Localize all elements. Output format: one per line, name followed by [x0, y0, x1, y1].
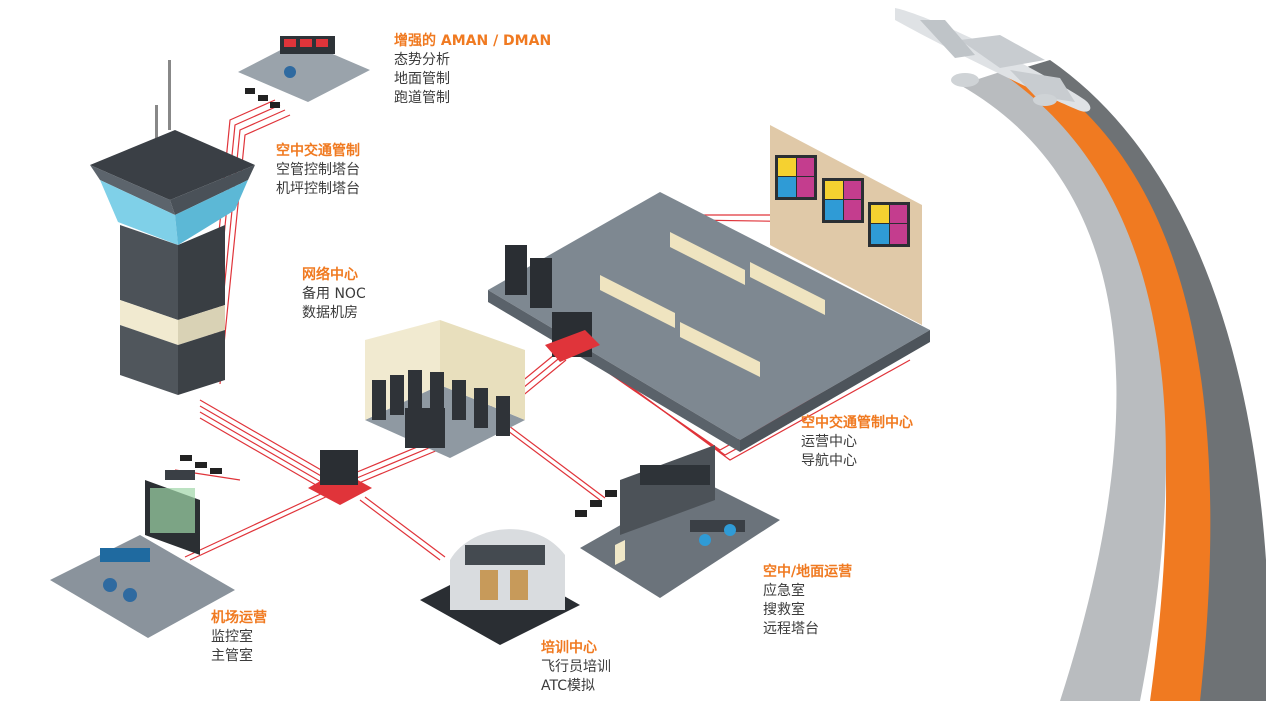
label-noc-title: 网络中心	[302, 267, 358, 283]
label-atc-line: 机坪控制塔台	[276, 181, 360, 197]
label-airport-title: 机场运营	[211, 610, 267, 626]
label-airport-line: 主管室	[211, 648, 253, 664]
label-atcc-line: 运营中心	[801, 434, 857, 450]
label-training-line: ATC模拟	[541, 678, 595, 694]
label-airport-line: 监控室	[211, 629, 253, 645]
label-noc-line: 数据机房	[302, 305, 358, 321]
flight-arc	[960, 60, 1266, 701]
air-ground-ops-room	[575, 445, 780, 598]
label-airground-title: 空中/地面运营	[763, 564, 853, 580]
airport-ops-room	[50, 455, 235, 638]
label-airground-line: 远程塔台	[763, 621, 819, 637]
video-wall-icon	[775, 155, 910, 247]
label-aman-line: 地面管制	[394, 71, 450, 87]
label-atcc-title: 空中交通管制中心	[801, 415, 913, 431]
control-tower-icon	[90, 60, 255, 395]
label-atcc-line: 导航中心	[801, 453, 857, 469]
label-aman-line: 跑道管制	[394, 90, 450, 106]
label-atcc: 空中交通管制中心 运营中心 导航中心	[801, 414, 913, 471]
airplane-icon	[895, 8, 1091, 112]
label-atc-line: 空管控制塔台	[276, 162, 360, 178]
label-airport: 机场运营 监控室 主管室	[211, 609, 267, 666]
label-airground-line: 搜救室	[763, 602, 805, 618]
aman-workstation-icon	[238, 36, 370, 108]
data-room	[365, 320, 525, 458]
label-aman-title: 增强的 AMAN / DMAN	[394, 33, 552, 49]
network-switch-icon	[308, 450, 372, 505]
flight-simulator-icon	[420, 529, 580, 645]
label-training-line: 飞行员培训	[541, 659, 611, 675]
label-airground-line: 应急室	[763, 583, 805, 599]
label-airground: 空中/地面运营 应急室 搜救室 远程塔台	[763, 563, 852, 639]
workstation-icon	[600, 232, 825, 377]
label-atc-title: 空中交通管制	[276, 143, 360, 159]
label-noc: 网络中心 备用 NOC 数据机房	[302, 266, 366, 323]
label-noc-line: 备用 NOC	[302, 286, 366, 302]
atcc-operations-floor	[488, 125, 930, 452]
server-rack-icon	[372, 370, 510, 448]
label-training-title: 培训中心	[541, 640, 597, 656]
label-aman-line: 态势分析	[394, 52, 450, 68]
label-training: 培训中心 飞行员培训 ATC模拟	[541, 639, 611, 696]
label-atc: 空中交通管制 空管控制塔台 机坪控制塔台	[276, 142, 360, 199]
label-aman: 增强的 AMAN / DMAN 态势分析 地面管制 跑道管制	[394, 32, 551, 108]
